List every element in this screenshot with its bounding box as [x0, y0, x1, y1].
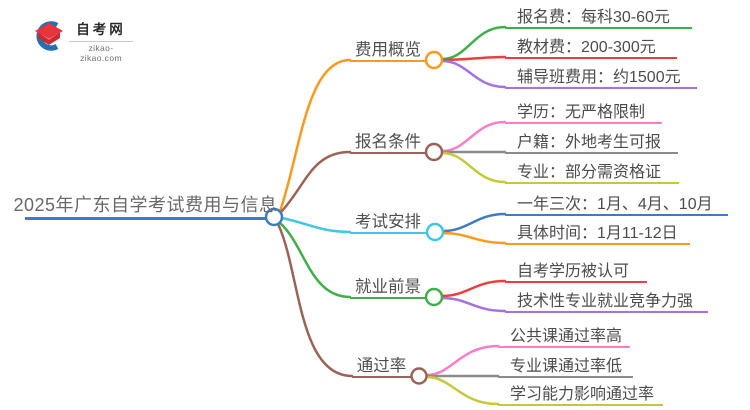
- branch-line-conditions: [279, 150, 352, 214]
- child-node[interactable]: 教材费：200-300元: [505, 37, 677, 59]
- logo[interactable]: 自考网 zikao-zikao.com: [31, 20, 136, 63]
- child-node[interactable]: 具体时间：1月11-12日: [505, 223, 690, 245]
- branch-line-fees: [278, 58, 352, 213]
- branch-node-fees[interactable]: 费用概览: [350, 40, 426, 62]
- child-line: [440, 59, 507, 89]
- child-label: 专业：部分需资格证: [517, 164, 662, 181]
- branch-node-employment[interactable]: 就业前景: [350, 277, 426, 299]
- child-line: [425, 375, 500, 406]
- branch-label: 报名条件: [355, 133, 421, 151]
- branch-label: 就业前景: [355, 278, 421, 296]
- child-node[interactable]: 专业课通过率低: [498, 356, 633, 378]
- child-label: 户籍：外地考生可报: [517, 134, 662, 151]
- root-node[interactable]: 2025年广东自学考试费用与信息: [13, 193, 277, 220]
- child-node[interactable]: 专业：部分需资格证: [505, 162, 679, 184]
- child-line: [441, 212, 507, 233]
- child-line: [440, 279, 507, 298]
- child-label: 公共课通过率高: [510, 328, 623, 345]
- child-node[interactable]: 报名费：每科30-60元: [505, 7, 692, 29]
- branch-node-circle: [425, 222, 445, 242]
- child-node[interactable]: 公共课通过率高: [498, 326, 630, 348]
- branch-node-schedule[interactable]: 考试安排: [350, 212, 426, 234]
- child-label: 具体时间：1月11-12日: [517, 225, 678, 242]
- branch-label: 通过率: [356, 357, 407, 375]
- branch-node-conditions[interactable]: 报名条件: [350, 132, 426, 154]
- child-line: [441, 231, 507, 245]
- child-line: [440, 120, 507, 153]
- logo-divider: [69, 41, 133, 42]
- child-line: [440, 25, 507, 61]
- root-label: 2025年广东自学考试费用与信息: [13, 195, 278, 215]
- branch-label: 考试安排: [355, 213, 421, 231]
- branch-line-schedule: [280, 216, 352, 234]
- child-label: 技术性专业就业竞争力强: [517, 293, 694, 310]
- child-label: 学习能力影响通过率: [510, 386, 655, 403]
- child-label: 自考学历被认可: [517, 263, 630, 280]
- branch-node-circle: [424, 142, 444, 162]
- child-label: 一年三次：1月、4月、10月: [517, 196, 713, 213]
- logo-domain: zikao-zikao.com: [80, 43, 122, 63]
- logo-title: 自考网: [76, 22, 126, 37]
- child-line: [440, 55, 507, 62]
- branch-node-circle: [424, 50, 444, 70]
- child-node[interactable]: 辅导班费用：约1500元: [505, 67, 697, 89]
- branch-node-circle: [410, 367, 428, 385]
- child-label: 专业课通过率低: [510, 358, 623, 375]
- branch-node-passrate[interactable]: 通过率: [352, 356, 411, 378]
- branch-line-passrate: [276, 222, 354, 378]
- child-node[interactable]: 自考学历被认可: [505, 261, 647, 283]
- child-line: [425, 344, 500, 377]
- child-label: 报名费：每科30-60元: [517, 9, 670, 26]
- child-node[interactable]: 学习能力影响通过率: [498, 384, 663, 406]
- child-node[interactable]: 户籍：外地考生可报: [505, 132, 678, 154]
- child-line: [440, 296, 507, 313]
- child-node[interactable]: 技术性专业就业竞争力强: [505, 291, 708, 313]
- child-label: 辅导班费用：约1500元: [517, 69, 681, 86]
- graduation-cap-icon: [35, 21, 63, 51]
- root-node-circle: [264, 207, 284, 227]
- branch-line-employment: [278, 221, 352, 299]
- child-node[interactable]: 学历：无严格限制: [505, 102, 662, 124]
- child-line: [440, 151, 507, 184]
- child-label: 学历：无严格限制: [517, 104, 646, 121]
- child-label: 教材费：200-300元: [517, 39, 656, 56]
- branch-node-circle: [424, 287, 444, 307]
- child-node[interactable]: 一年三次：1月、4月、10月: [505, 194, 728, 216]
- branch-label: 费用概览: [355, 41, 421, 59]
